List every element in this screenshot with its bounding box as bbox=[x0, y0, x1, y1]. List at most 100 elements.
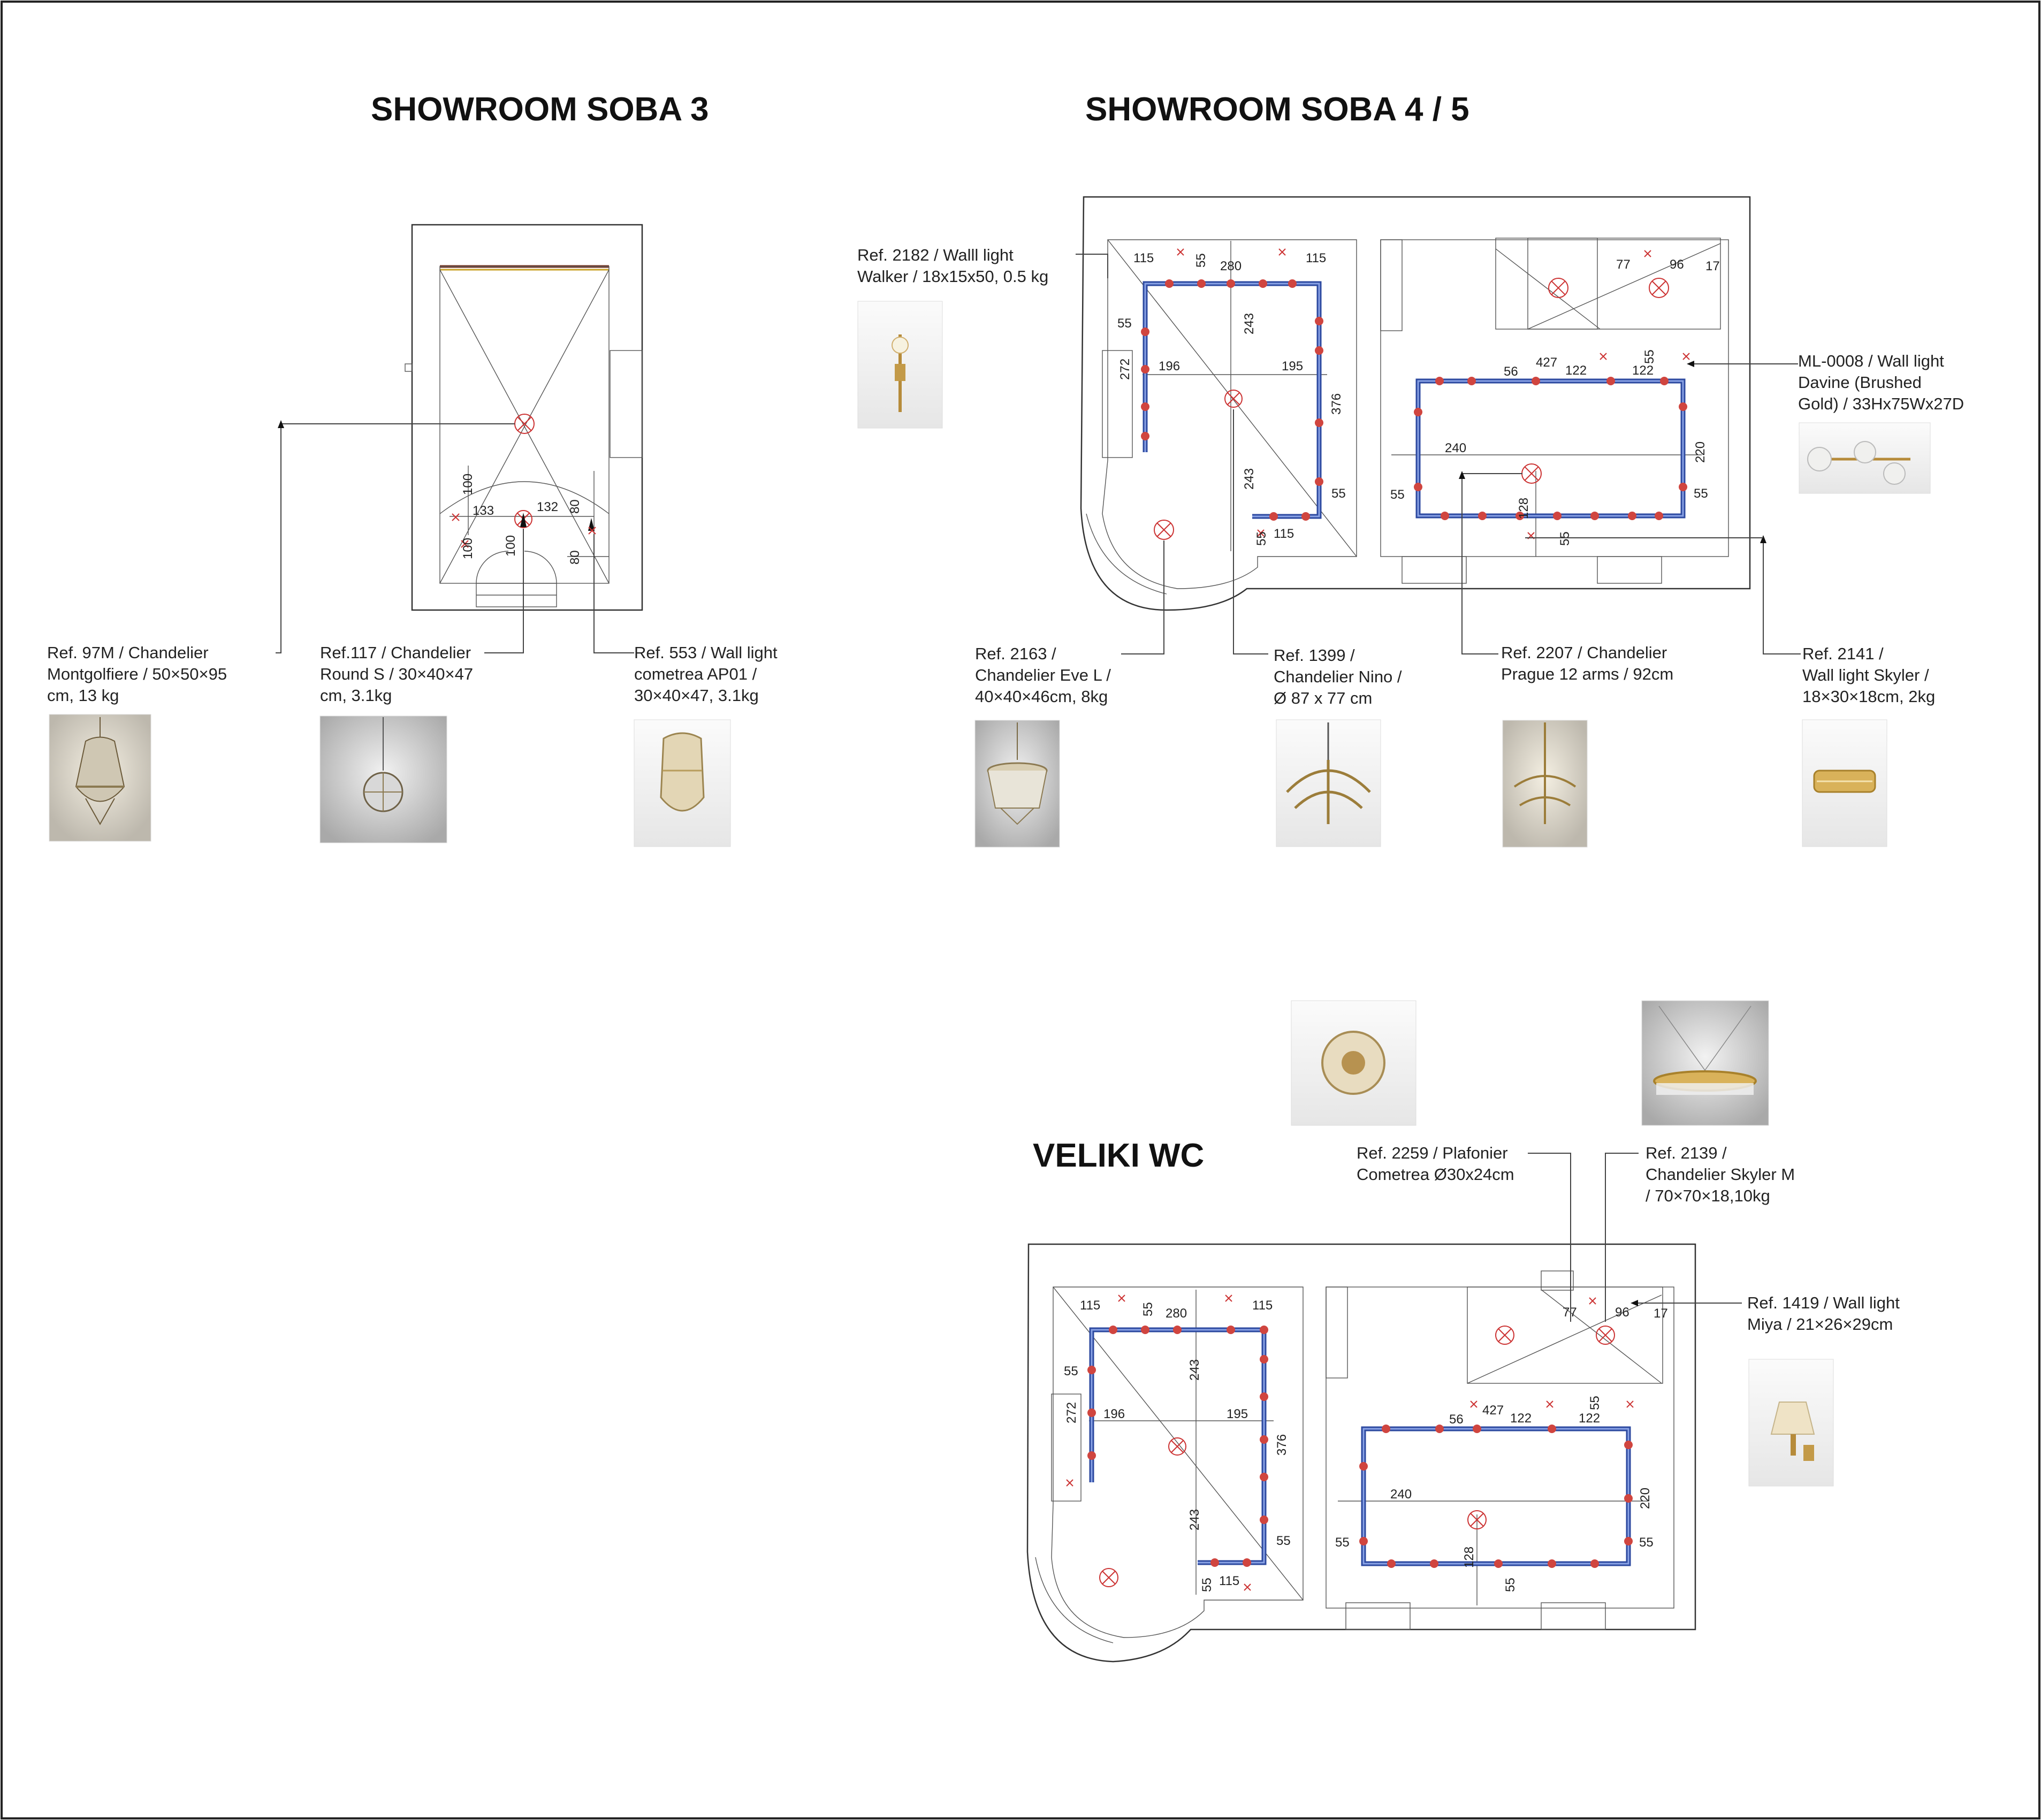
svg-text:115: 115 bbox=[1133, 251, 1154, 265]
svg-text:100: 100 bbox=[461, 538, 475, 559]
caption-1399: Ref. 1399 / Chandelier Nino / Ø 87 x 77 … bbox=[1274, 646, 1402, 707]
caption-ml0008: ML-0008 / Wall light Davine (Brushed Gol… bbox=[1798, 352, 1964, 413]
svg-text:Ref. 1399 /: Ref. 1399 / bbox=[1274, 646, 1355, 665]
photo-2139 bbox=[1641, 1000, 1769, 1126]
plan-soba3 bbox=[405, 224, 643, 611]
svg-text:80: 80 bbox=[568, 550, 582, 565]
dims-wc: 115 55 280 115 55 272 196 195 243 376 24… bbox=[1064, 1298, 1668, 1592]
svg-text:100: 100 bbox=[504, 535, 518, 557]
svg-text:196: 196 bbox=[1159, 359, 1180, 374]
svg-text:Ref. 1419 / Wall light: Ref. 1419 / Wall light bbox=[1747, 1293, 1900, 1312]
svg-text:280: 280 bbox=[1220, 259, 1242, 273]
svg-text:55: 55 bbox=[1588, 1396, 1602, 1410]
svg-text:220: 220 bbox=[1693, 441, 1708, 463]
svg-text:132: 132 bbox=[537, 500, 558, 514]
svg-text:195: 195 bbox=[1282, 359, 1303, 374]
svg-text:122: 122 bbox=[1510, 1411, 1532, 1426]
svg-text:55: 55 bbox=[1276, 1534, 1291, 1548]
svg-text:133: 133 bbox=[473, 504, 494, 518]
svg-text:122: 122 bbox=[1632, 363, 1654, 378]
leaders-soba45 bbox=[1076, 254, 1801, 654]
photo-2207 bbox=[1502, 720, 1588, 848]
svg-text:55: 55 bbox=[1117, 316, 1132, 331]
svg-text:55: 55 bbox=[1390, 488, 1405, 502]
svg-text:cometrea AP01 /: cometrea AP01 / bbox=[634, 665, 757, 683]
svg-text:77: 77 bbox=[1563, 1305, 1577, 1320]
svg-text:55: 55 bbox=[1503, 1578, 1518, 1592]
photo-2182 bbox=[857, 301, 943, 429]
photo-1399 bbox=[1276, 719, 1381, 847]
svg-text:272: 272 bbox=[1064, 1402, 1079, 1423]
plan-soba45 bbox=[1080, 196, 1751, 611]
svg-text:17: 17 bbox=[1654, 1306, 1668, 1321]
svg-text:55: 55 bbox=[1331, 486, 1346, 501]
svg-text:55: 55 bbox=[1642, 349, 1657, 364]
svg-text:55: 55 bbox=[1200, 1578, 1214, 1592]
svg-text:Chandelier Eve L /: Chandelier Eve L / bbox=[975, 666, 1111, 684]
svg-text:55: 55 bbox=[1064, 1364, 1078, 1379]
svg-text:Wall light Skyler /: Wall light Skyler / bbox=[1802, 666, 1929, 684]
svg-text:243: 243 bbox=[1187, 1359, 1202, 1381]
title-soba45: SHOWROOM SOBA 4 / 5 bbox=[1085, 91, 1469, 128]
svg-text:122: 122 bbox=[1565, 363, 1587, 378]
svg-text:240: 240 bbox=[1445, 441, 1466, 455]
svg-text:Ref. 553 / Wall light: Ref. 553 / Wall light bbox=[634, 643, 778, 662]
caption-97m: Ref. 97M / Chandelier Montgolfiere / 50×… bbox=[47, 643, 227, 705]
title-soba3: SHOWROOM SOBA 3 bbox=[371, 91, 709, 128]
svg-text:115: 115 bbox=[1219, 1574, 1239, 1588]
svg-text:55: 55 bbox=[1335, 1535, 1350, 1550]
svg-text:56: 56 bbox=[1449, 1412, 1464, 1427]
svg-text:30×40×47, 3.1kg: 30×40×47, 3.1kg bbox=[634, 686, 759, 705]
svg-text:Ref. 2139 /: Ref. 2139 / bbox=[1646, 1144, 1727, 1162]
svg-text:427: 427 bbox=[1536, 355, 1557, 370]
caption-117: Ref.117 / Chandelier Round S / 30×40×47 … bbox=[320, 643, 473, 705]
svg-text:18×30×18cm, 2kg: 18×30×18cm, 2kg bbox=[1802, 687, 1935, 706]
photo-2141 bbox=[1802, 719, 1887, 847]
svg-text:55: 55 bbox=[1194, 253, 1208, 268]
svg-text:ML-0008 / Wall light: ML-0008 / Wall light bbox=[1798, 352, 1944, 370]
svg-text:220: 220 bbox=[1638, 1488, 1652, 1509]
svg-text:55: 55 bbox=[1639, 1535, 1654, 1550]
svg-text:Ø 87 x 77 cm: Ø 87 x 77 cm bbox=[1274, 689, 1372, 707]
svg-text:Chandelier Nino /: Chandelier Nino / bbox=[1274, 667, 1402, 686]
photo-117 bbox=[319, 715, 447, 843]
svg-text:55: 55 bbox=[1558, 531, 1572, 546]
svg-text:Ref. 97M / Chandelier: Ref. 97M / Chandelier bbox=[47, 643, 209, 662]
svg-text:Davine (Brushed: Davine (Brushed bbox=[1798, 373, 1922, 392]
caption-2182: Ref. 2182 / Walll light Walker / 18x15x5… bbox=[857, 246, 1048, 286]
svg-text:96: 96 bbox=[1670, 257, 1684, 272]
svg-text:Ref. 2141 /: Ref. 2141 / bbox=[1802, 644, 1884, 663]
svg-text:115: 115 bbox=[1274, 527, 1294, 541]
svg-text:240: 240 bbox=[1390, 1487, 1412, 1502]
svg-text:77: 77 bbox=[1616, 257, 1631, 272]
dims-soba3: 100 133 132 80 100 100 80 bbox=[461, 474, 582, 565]
photo-97m bbox=[49, 714, 151, 842]
svg-text:376: 376 bbox=[1329, 393, 1344, 415]
svg-text:Ref.117 / Chandelier: Ref.117 / Chandelier bbox=[320, 643, 471, 662]
svg-text:376: 376 bbox=[1275, 1434, 1289, 1456]
svg-text:40×40×46cm, 8kg: 40×40×46cm, 8kg bbox=[975, 687, 1108, 706]
svg-text:Ref. 2182 / Walll light: Ref. 2182 / Walll light bbox=[857, 246, 1014, 264]
svg-text:Prague 12 arms / 92cm: Prague 12 arms / 92cm bbox=[1501, 665, 1673, 683]
svg-text:115: 115 bbox=[1306, 251, 1326, 265]
svg-text:115: 115 bbox=[1080, 1298, 1100, 1313]
svg-text:243: 243 bbox=[1242, 313, 1256, 334]
svg-text:Ref. 2259 / Plafonier: Ref. 2259 / Plafonier bbox=[1357, 1144, 1508, 1162]
svg-text:cm, 3.1kg: cm, 3.1kg bbox=[320, 686, 392, 705]
leaders-soba3 bbox=[276, 420, 634, 653]
svg-text:96: 96 bbox=[1615, 1305, 1629, 1320]
svg-text:272: 272 bbox=[1118, 359, 1132, 380]
photo-1419 bbox=[1748, 1359, 1834, 1487]
svg-text:Cometrea Ø30x24cm: Cometrea Ø30x24cm bbox=[1357, 1165, 1514, 1184]
svg-text:55: 55 bbox=[1694, 486, 1708, 501]
svg-text:243: 243 bbox=[1242, 468, 1256, 490]
svg-text:Round S / 30×40×47: Round S / 30×40×47 bbox=[320, 665, 473, 683]
svg-text:100: 100 bbox=[461, 474, 475, 495]
photo-553 bbox=[634, 719, 731, 847]
svg-text:Gold) / 33Hx75Wx27D: Gold) / 33Hx75Wx27D bbox=[1798, 394, 1964, 413]
svg-text:55: 55 bbox=[1254, 531, 1269, 546]
svg-text:427: 427 bbox=[1482, 1403, 1504, 1418]
svg-text:122: 122 bbox=[1579, 1411, 1600, 1426]
svg-text:195: 195 bbox=[1227, 1407, 1248, 1421]
svg-text:243: 243 bbox=[1187, 1509, 1202, 1530]
